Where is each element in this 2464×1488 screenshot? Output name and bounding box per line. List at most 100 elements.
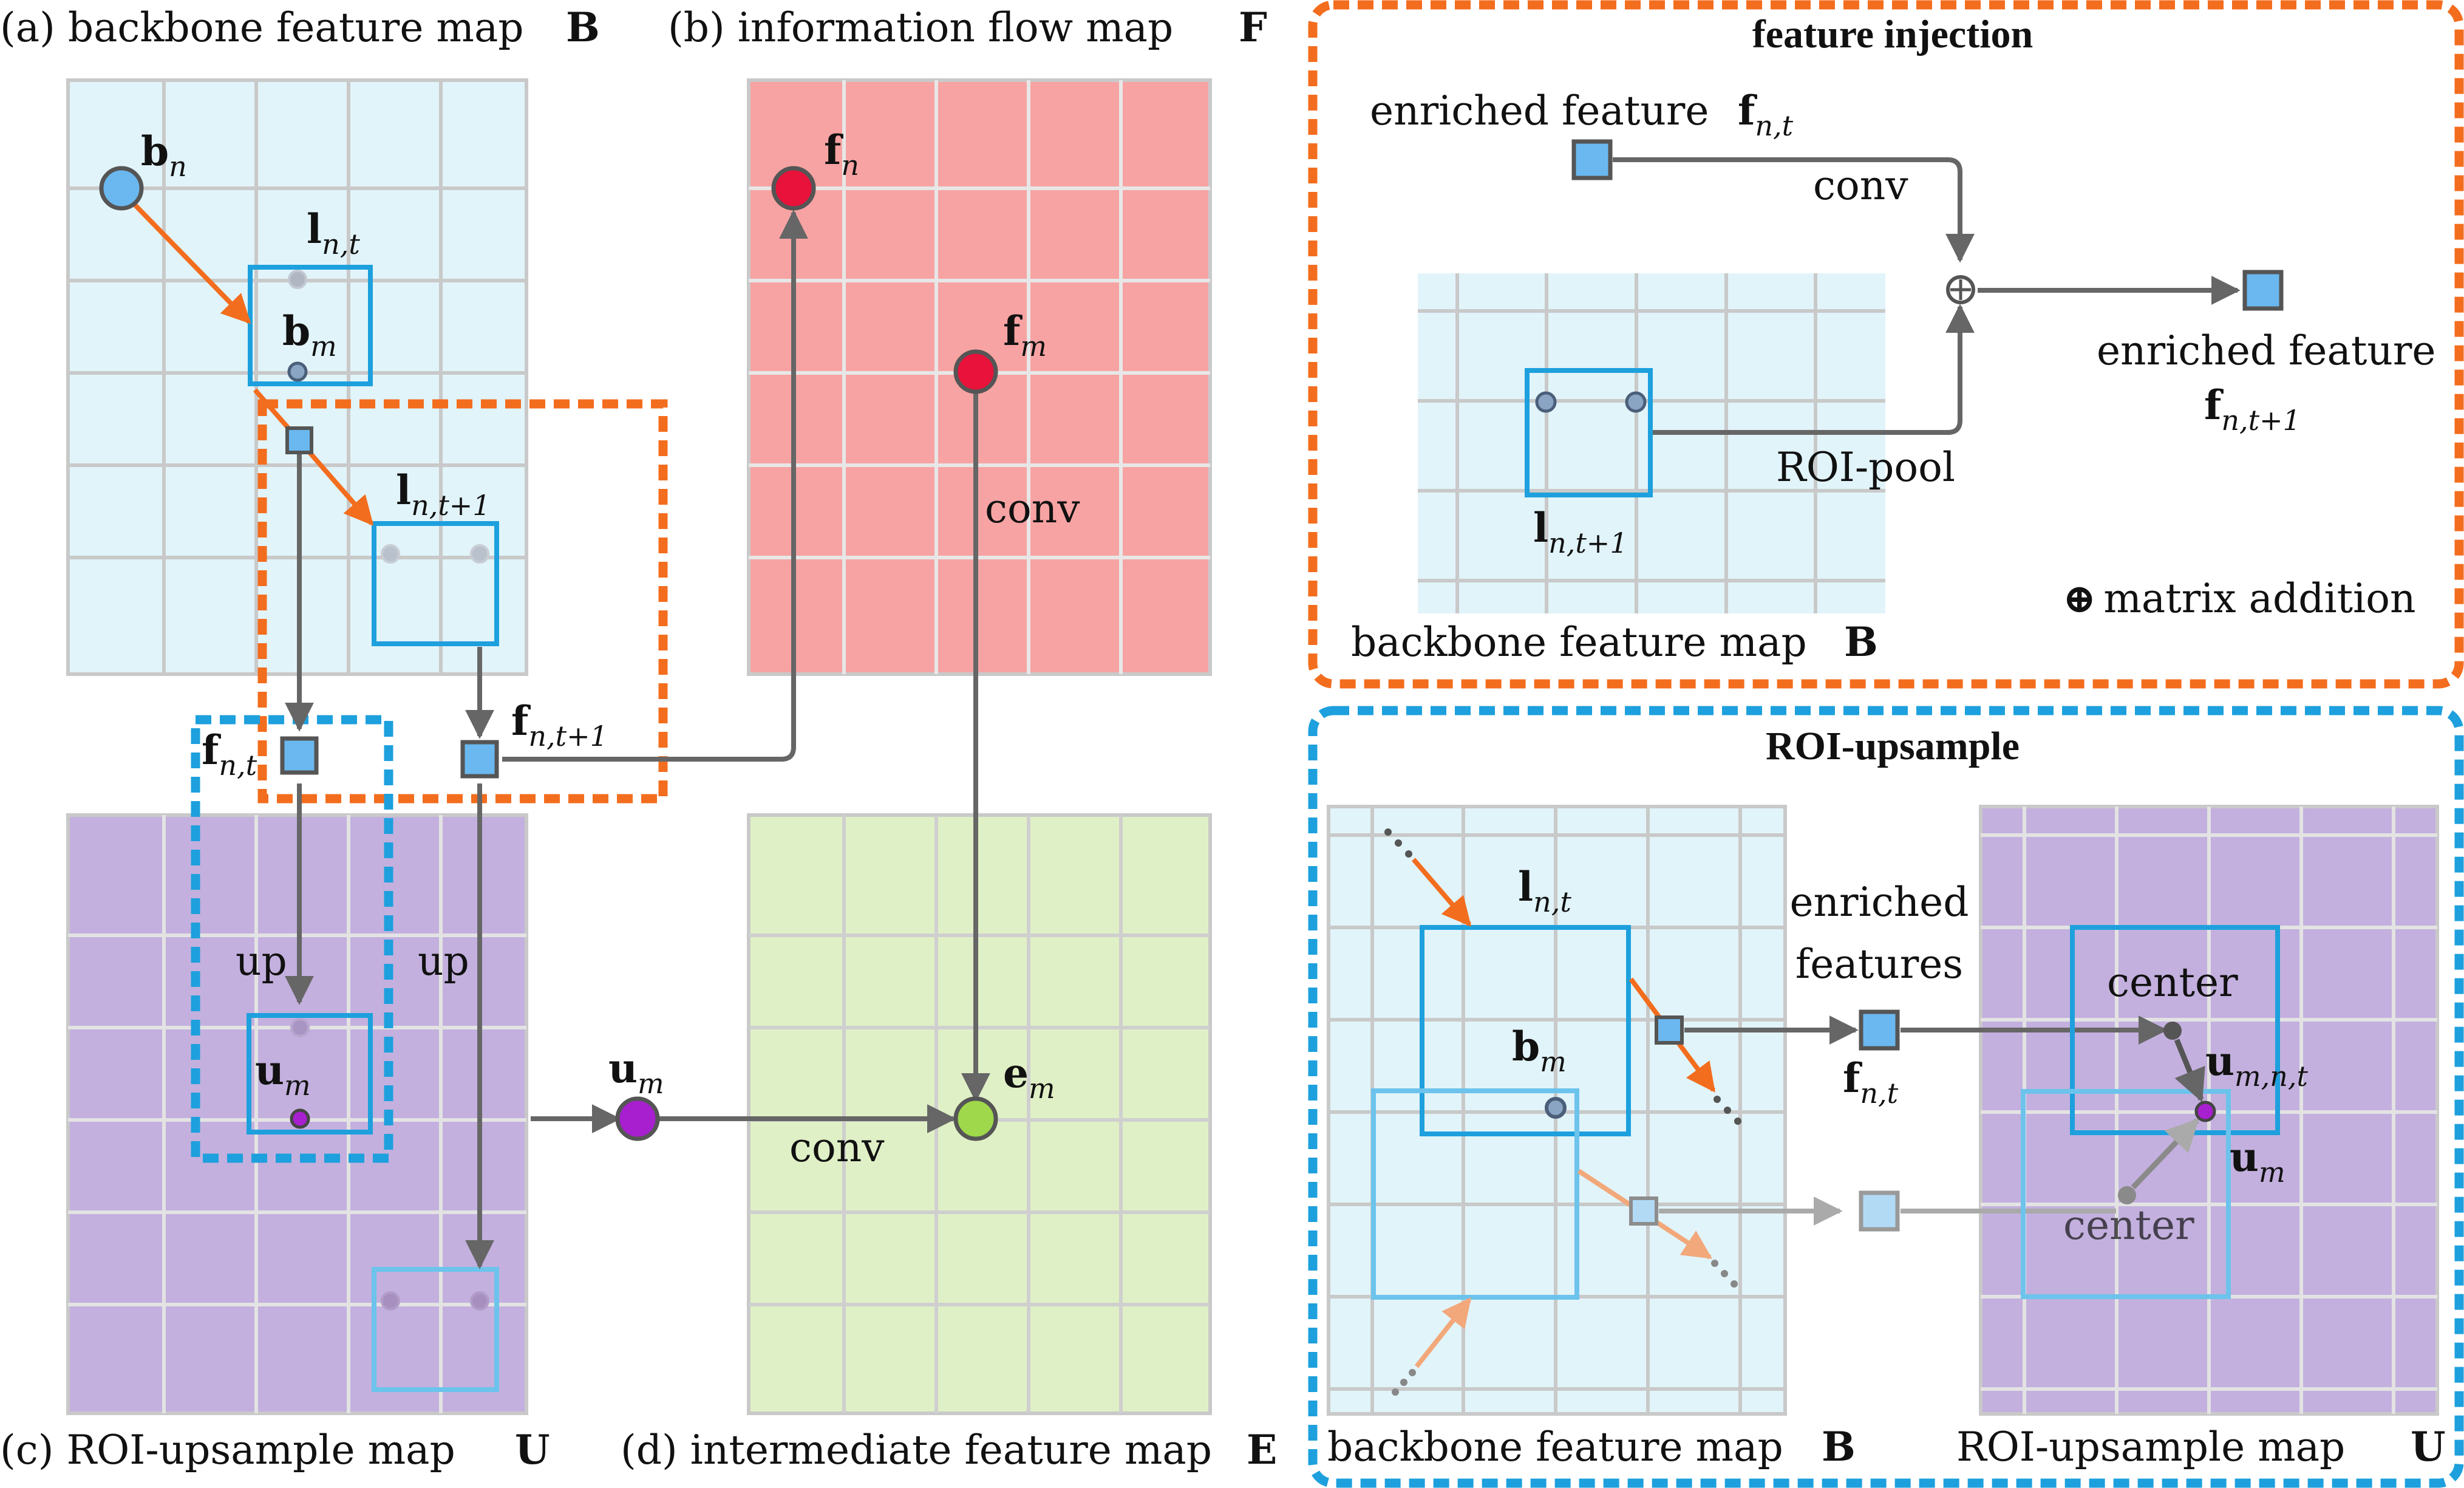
- roi-box-l-nt1: [372, 521, 499, 646]
- feature-injection-box: [1308, 0, 2464, 689]
- ru-arrow-in: [1411, 858, 1472, 927]
- lower-point-right: [470, 1291, 489, 1311]
- ru-u-m: um: [2230, 1133, 2285, 1189]
- injection-highlight-box: [257, 399, 668, 804]
- roi-upsample-box: [1308, 706, 2464, 1488]
- fi-arrow-roipool: [1653, 304, 1975, 435]
- panel-d-symbol: E: [1247, 1426, 1277, 1473]
- ru-backbone-caption: backbone feature map: [1327, 1424, 1783, 1470]
- ru-enriched-line2: features: [1795, 941, 1963, 988]
- fi-backbone-symbol: B: [1844, 618, 1878, 666]
- u-m-point-faint: [290, 1018, 310, 1037]
- ru-roi-box-faint: [1371, 1088, 1579, 1300]
- ru-trajectory-dots: [1384, 828, 1741, 1125]
- fi-roi-point-left: [1535, 391, 1557, 413]
- arrow-f-nt1-to-f-n: [502, 210, 808, 762]
- node-f-m: [953, 349, 998, 394]
- label-up-right: up: [418, 938, 469, 985]
- label-e-m: em: [1003, 1049, 1055, 1105]
- fi-plus-icon: [1946, 275, 1975, 304]
- ru-backbone-symbol: B: [1822, 1423, 1856, 1470]
- label-up-left: up: [236, 938, 287, 985]
- node-b-m: [287, 361, 308, 382]
- label-f-nt: fn,t: [202, 726, 257, 782]
- fi-output-square: [2242, 270, 2284, 311]
- ru-b-m: bm: [1512, 1023, 1567, 1078]
- label-b-n: bn: [141, 128, 187, 183]
- label-f-m: fm: [1003, 307, 1047, 363]
- fi-arrow-conv: [1613, 157, 1975, 263]
- ru-center-label: center: [2107, 959, 2238, 1006]
- l-nt-point-faint: [288, 270, 307, 289]
- ru-enriched-line1: enriched: [1789, 879, 1969, 926]
- lower-point-left: [381, 1291, 400, 1311]
- label-conv-f: conv: [985, 485, 1080, 532]
- node-b-n: [99, 166, 144, 211]
- node-f-n: [771, 166, 816, 211]
- fi-roi-point-right: [1625, 391, 1647, 413]
- arrow-roi-to-roi: [253, 388, 374, 526]
- ru-u-mnt: um,n,t: [2205, 1037, 2308, 1093]
- ru-arrow-center-to-u: [2174, 1039, 2205, 1102]
- fi-enriched-label: enriched feature: [1370, 87, 1709, 134]
- panel-c-symbol: U: [515, 1426, 550, 1473]
- fi-enriched-symbol: fn,t: [1738, 87, 1794, 142]
- roi-box-u-m: [247, 1013, 373, 1135]
- ru-enriched-square: [1859, 1009, 1900, 1051]
- ru-upsample-caption: ROI-upsample map: [1956, 1424, 2345, 1470]
- label-f-n: fn: [824, 126, 859, 182]
- panel-d-grid: [747, 813, 1212, 1415]
- l-nt1-point-right: [470, 544, 489, 564]
- ru-center-point-faint: [2118, 1186, 2136, 1204]
- label-b-m: bm: [282, 307, 337, 363]
- ru-enriched-square-faint: [1859, 1190, 1900, 1232]
- ru-square-small: [1655, 1015, 1684, 1045]
- arrow-bn-to-roi: [129, 199, 251, 324]
- panel-a-symbol: B: [566, 4, 600, 51]
- ru-square-small-faint: [1629, 1196, 1658, 1226]
- ru-arrow-center-to-u-faint: [2131, 1118, 2199, 1190]
- fi-conv-label: conv: [1813, 162, 1908, 209]
- panel-b-symbol: F: [1239, 4, 1267, 51]
- ru-center-label-faint: center: [2063, 1202, 2194, 1249]
- label-conv-e: conv: [789, 1124, 885, 1171]
- ru-upsample-symbol: U: [2411, 1423, 2446, 1470]
- label-u-m-small: um: [255, 1046, 311, 1102]
- ru-f-nt: fn,t: [1843, 1054, 1899, 1110]
- ru-u-m-point: [2194, 1101, 2216, 1122]
- fi-legend: ⊕matrix addition: [2063, 575, 2415, 622]
- fi-roi-box: [1525, 368, 1653, 497]
- fi-l-nt1: ln,t+1: [1533, 504, 1628, 559]
- node-u-m: [615, 1096, 660, 1141]
- fi-output-symbol: fn,t+1: [2204, 381, 2301, 437]
- ru-roi-box-main: [1420, 925, 1631, 1136]
- legend-plus-icon: ⊕: [2063, 575, 2096, 622]
- roi-box-l-nt: [248, 265, 373, 386]
- fi-enriched-square: [1571, 139, 1613, 180]
- fi-output-label: enriched feature: [2097, 327, 2435, 374]
- ru-l-nt: ln,t: [1518, 863, 1571, 918]
- panel-d-caption: (d) intermediate feature map: [621, 1427, 1212, 1473]
- node-f-nt: [280, 736, 319, 775]
- ru-arrow-in-faint: [1414, 1297, 1472, 1368]
- roi-upsample-title: ROI-upsample: [1766, 724, 2020, 768]
- label-l-nt: ln,t: [307, 205, 360, 261]
- ru-up-roi-box-faint: [2021, 1089, 2231, 1299]
- ru-center-point: [2163, 1022, 2182, 1040]
- ru-trajectory-dots-faint: [1392, 1260, 1738, 1396]
- panel-c-caption: (c) ROI-upsample map: [0, 1427, 455, 1473]
- node-f-nt1: [460, 740, 499, 779]
- roi-box-lower: [372, 1267, 499, 1392]
- label-l-nt1: ln,t+1: [396, 466, 491, 522]
- feature-injection-title: feature injection: [1752, 12, 2033, 56]
- node-u-m-small: [290, 1108, 310, 1129]
- l-nt1-point-left: [381, 544, 400, 564]
- fi-backbone-caption: backbone feature map: [1351, 619, 1807, 666]
- panel-a-caption: (a) backbone feature map: [0, 4, 524, 51]
- node-e-m: [953, 1096, 998, 1141]
- label-u-m: um: [608, 1045, 664, 1100]
- label-f-nt1: fn,t+1: [511, 697, 608, 753]
- ru-b-m-point: [1545, 1097, 1567, 1119]
- panel-b-caption: (b) information flow map: [668, 4, 1173, 51]
